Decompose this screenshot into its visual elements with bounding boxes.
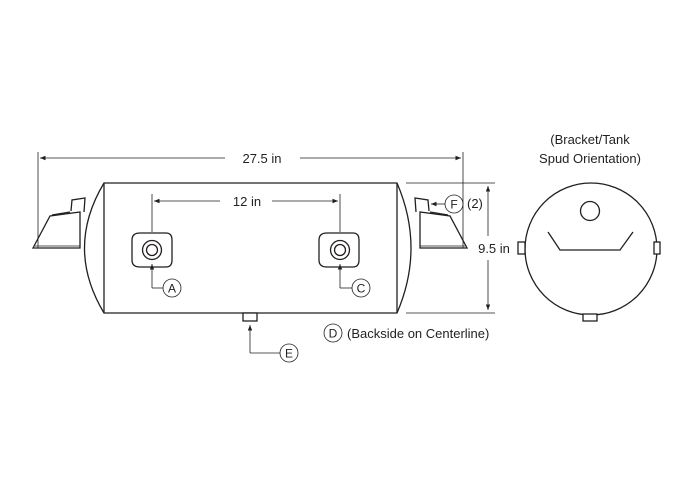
end-view-bracket [547,231,634,251]
callout-f [431,194,464,214]
callout-c-letter: C [357,282,366,296]
diameter-label: 9.5 in [478,241,510,256]
tank-end-view [517,182,661,322]
callout-d-letter: D [329,327,338,341]
end-view-left-spud [517,241,526,255]
right-bracket [414,197,469,249]
left-bracket [31,197,86,249]
spud-e [242,312,258,322]
callout-e [247,325,299,363]
callout-c [337,264,371,298]
port-a [131,232,173,268]
callout-a [149,264,182,298]
diameter-dimension [406,182,495,314]
callout-d-circle [323,323,343,343]
callout-f-note: (2) [467,196,483,211]
end-view-bottom-spud [582,313,598,322]
callout-d-note: (Backside on Centerline) [347,326,489,341]
port-spacing-label: 12 in [233,194,261,209]
end-view-port [579,200,601,222]
end-view-right-spud [653,241,661,255]
end-view-title-line1: (Bracket/Tank [550,132,630,147]
overall-length-label: 27.5 in [242,151,281,166]
port-c [318,232,360,268]
end-view-title-line2: Spud Orientation) [539,151,641,166]
callout-a-letter: A [168,282,176,296]
callout-f-letter: F [450,198,457,212]
port-spacing-dimension [151,194,341,232]
overall-length-dimension [37,152,464,248]
callout-e-letter: E [285,347,293,361]
